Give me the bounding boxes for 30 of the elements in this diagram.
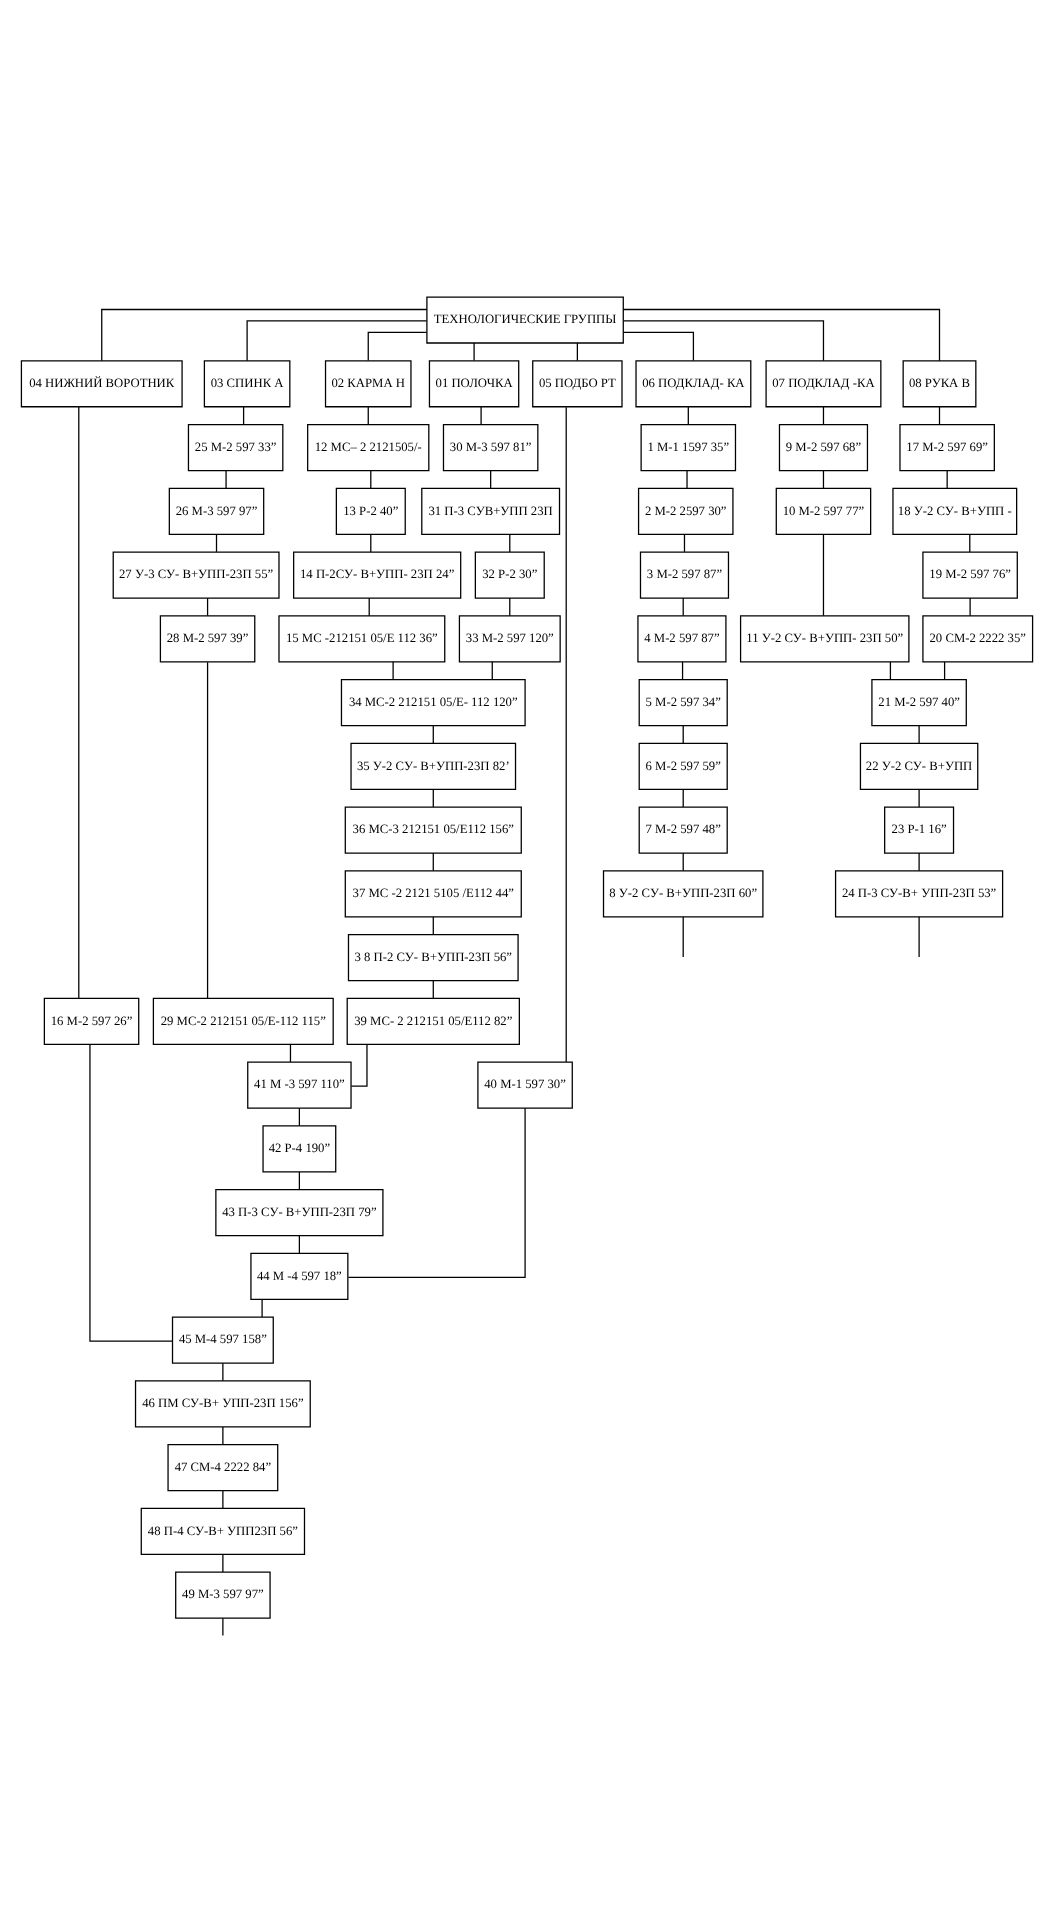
connector [89, 1042, 173, 1341]
connector [918, 851, 920, 871]
connector [392, 660, 394, 680]
connector [473, 341, 475, 361]
connector [622, 307, 941, 361]
connector [78, 405, 80, 998]
connector [565, 405, 567, 1062]
connector [101, 307, 428, 361]
connector [222, 1552, 224, 1572]
connector [623, 319, 825, 361]
connector [480, 405, 482, 424]
connector [347, 1106, 526, 1277]
connector [222, 1425, 224, 1445]
connector [969, 596, 971, 616]
connector [246, 319, 428, 361]
connector [206, 660, 209, 998]
connector [918, 915, 920, 957]
connector [682, 915, 684, 957]
connector [367, 330, 428, 361]
connector [918, 787, 920, 807]
connector [686, 468, 688, 488]
connector [222, 1489, 224, 1508]
connector [261, 1297, 263, 1317]
connector [350, 1042, 368, 1086]
connector [222, 1616, 224, 1636]
connector [918, 723, 920, 743]
connector [222, 1361, 224, 1381]
connector [822, 533, 825, 616]
connector [622, 330, 695, 361]
connector [225, 468, 227, 488]
